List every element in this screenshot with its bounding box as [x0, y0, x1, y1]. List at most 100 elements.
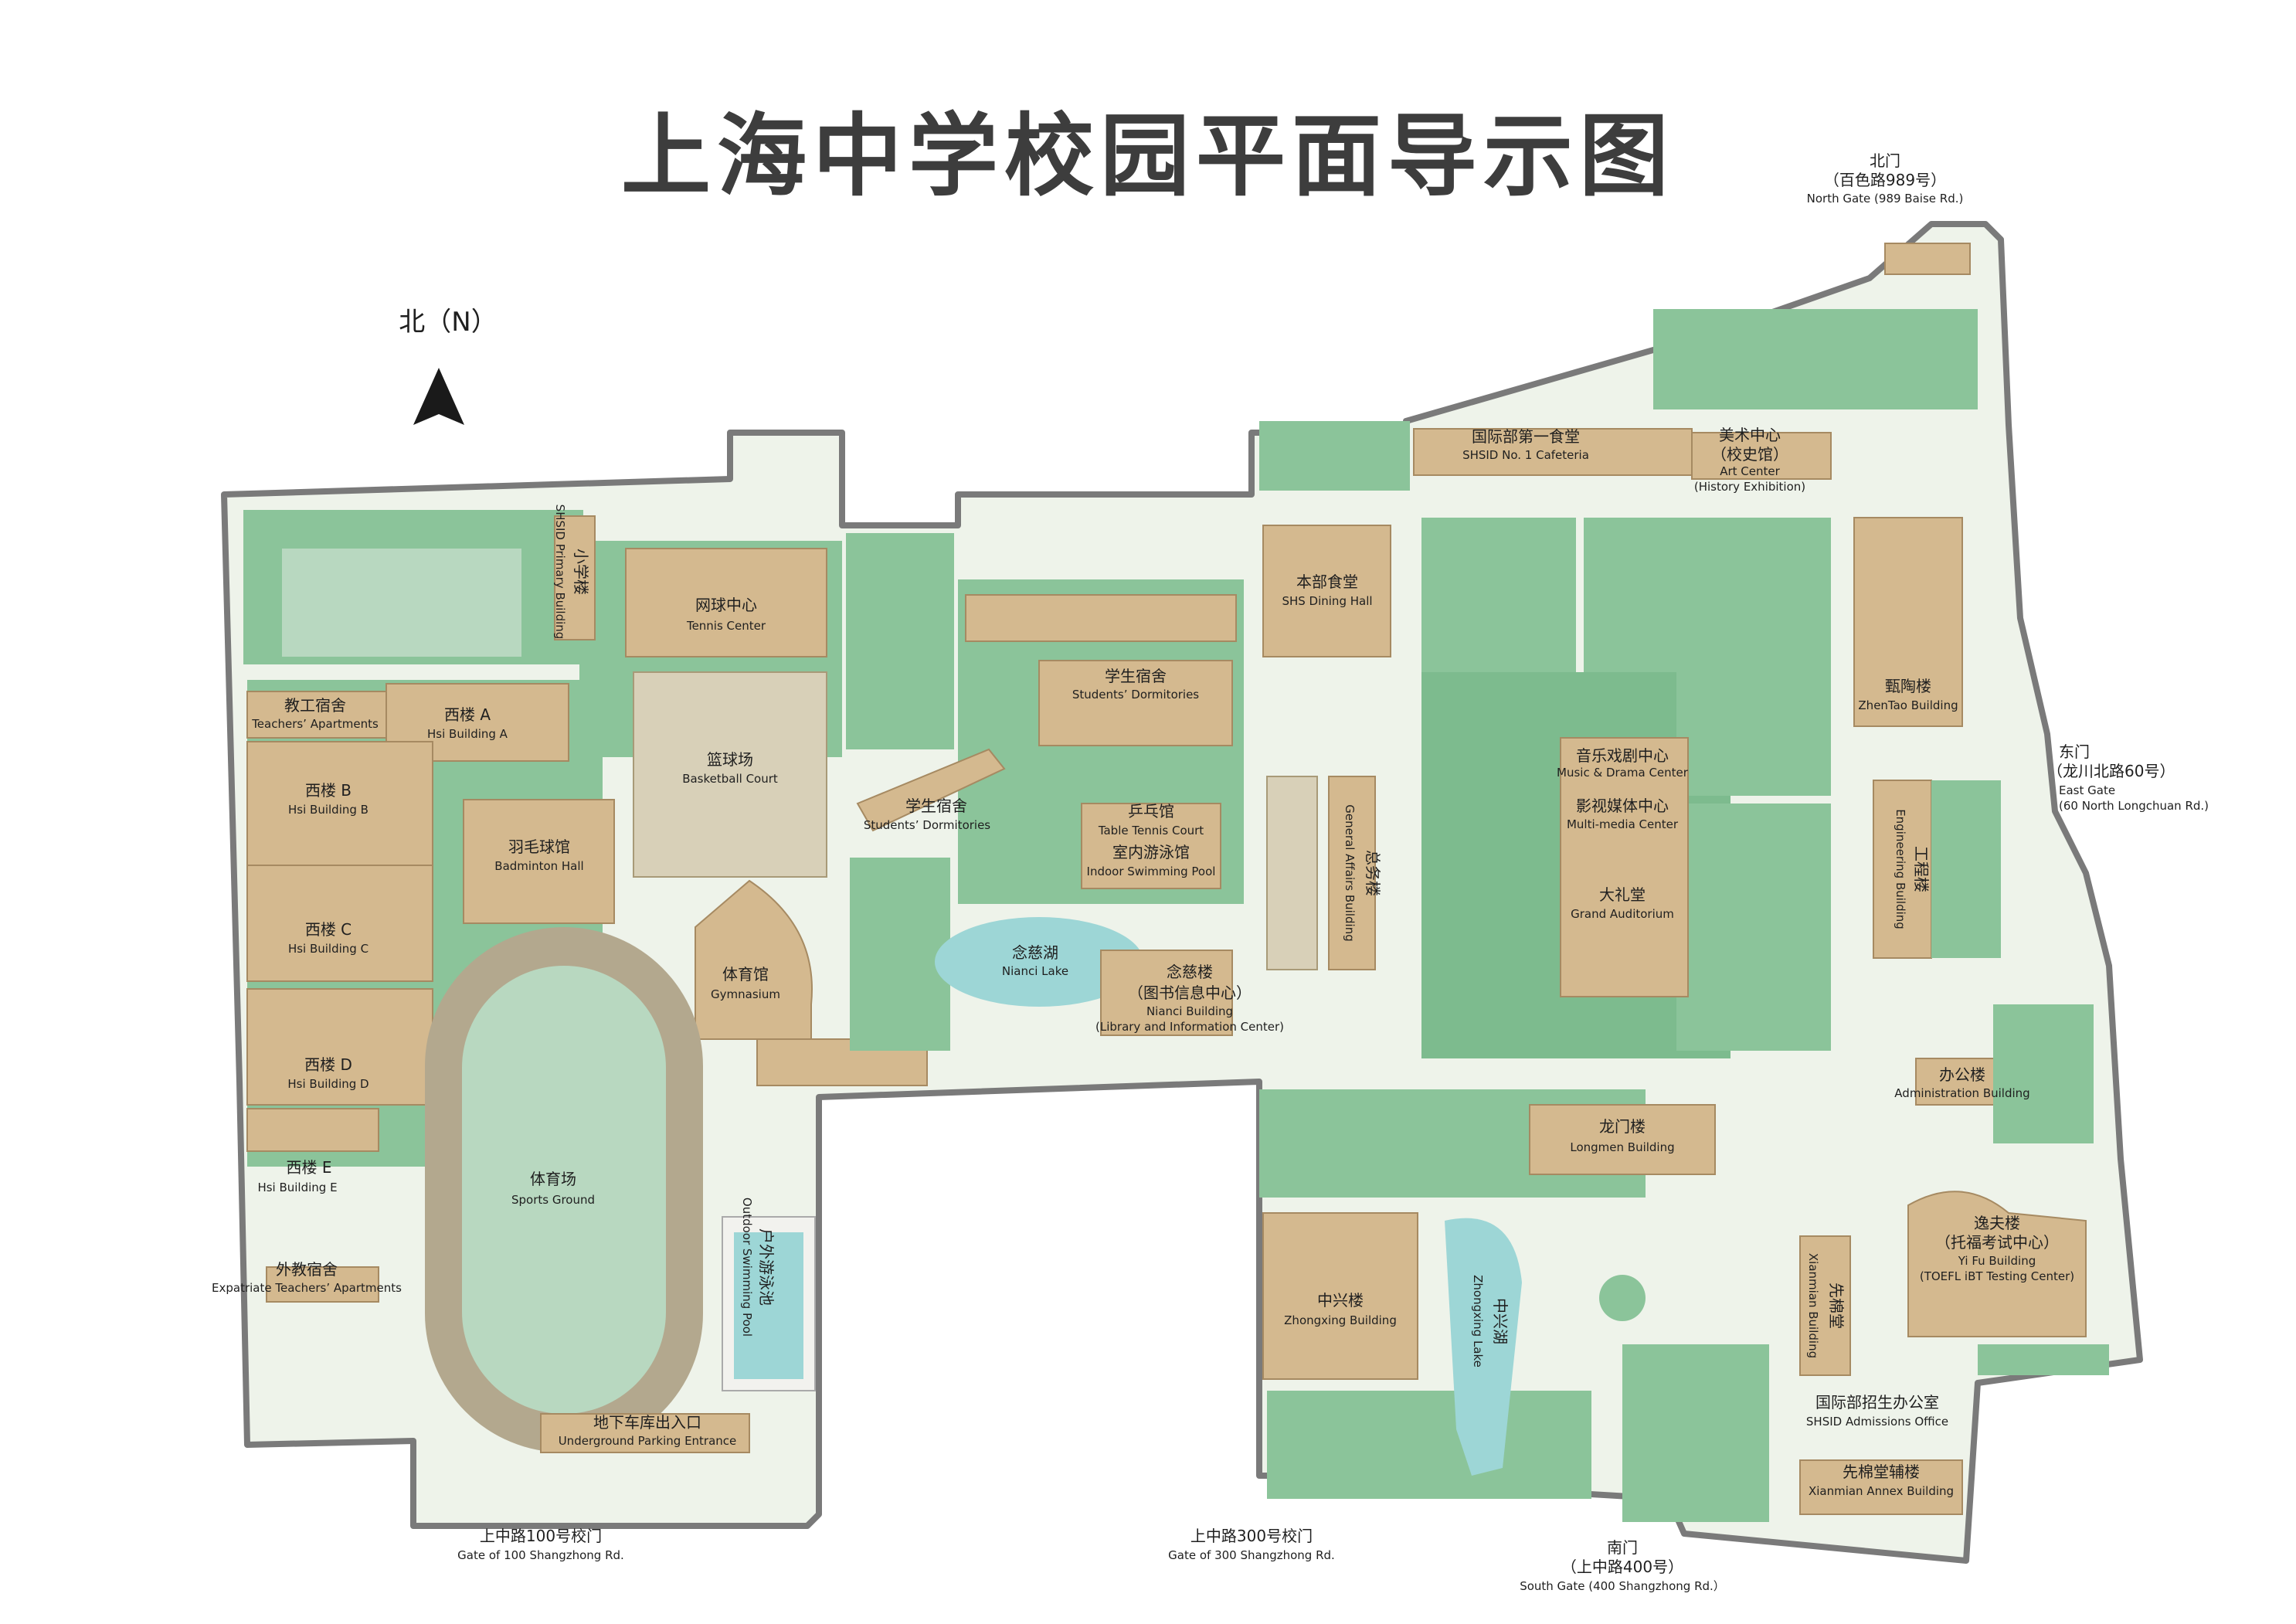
north-gate-sub: （百色路989号）	[1824, 171, 1946, 189]
art-sub: （校史馆）	[1711, 445, 1788, 464]
outdoor-pool-label: 户外游泳池	[757, 1228, 776, 1306]
southeast-green	[1978, 1344, 2109, 1375]
north-green	[1259, 421, 1410, 491]
yi-fu-building[interactable]	[1907, 1191, 2087, 1337]
east-green	[1931, 780, 2001, 958]
sports-ground[interactable]	[462, 966, 666, 1414]
students-dormitories-main[interactable]	[1038, 660, 1233, 746]
gym-label: 体育馆	[722, 965, 769, 984]
auditorium-complex[interactable]	[1560, 737, 1689, 997]
indoor-pool-en: Indoor Swimming Pool	[1087, 865, 1216, 878]
xianmian-annex-en: Xianmian Annex Building	[1809, 1484, 1954, 1498]
longmen-label: 龙门楼	[1599, 1117, 1646, 1136]
badminton-hall[interactable]	[463, 799, 615, 924]
outdoor-swimming-pool[interactable]	[734, 1232, 803, 1379]
gymnasium[interactable]	[695, 879, 813, 1040]
zhongxing-building[interactable]	[1262, 1212, 1418, 1380]
media-en: Multi-media Center	[1567, 817, 1679, 831]
nianci-lake[interactable]	[935, 917, 1143, 1007]
shs-dining-hall[interactable]	[1262, 525, 1391, 657]
zhongxing-en: Zhongxing Building	[1284, 1313, 1397, 1327]
art-en1: Art Center	[1720, 464, 1780, 478]
xianmian-building[interactable]	[1799, 1235, 1851, 1376]
hsi-d-label: 西楼 D	[304, 1055, 352, 1074]
cafeteria-label: 国际部第一食堂	[1472, 427, 1580, 446]
gym-en: Gymnasium	[711, 987, 780, 1001]
longmen-building[interactable]	[1529, 1104, 1716, 1175]
parking-entrance[interactable]	[540, 1413, 750, 1453]
nianci-label: 念慈楼	[1167, 963, 1213, 981]
primary-label: 小学楼	[572, 549, 590, 595]
media-label: 影视媒体中心	[1576, 797, 1669, 815]
hsi-building-e[interactable]	[246, 1108, 379, 1152]
shsid-cafeteria[interactable]	[1413, 428, 1693, 476]
lake-green-west	[850, 858, 950, 1051]
zhongxing-lake[interactable]	[1445, 1218, 1522, 1476]
tennis-en: Tennis Center	[686, 619, 766, 633]
north-arrow-icon	[413, 368, 464, 425]
general-affairs-field	[1266, 776, 1318, 970]
yifu-label: 逸夫楼	[1974, 1214, 2020, 1232]
general-en: General Affairs Building	[1343, 804, 1357, 941]
dorm-west-en: Students’ Dormitories	[864, 818, 990, 832]
teachers-apartments[interactable]	[246, 691, 387, 739]
dining-en: SHS Dining Hall	[1282, 594, 1372, 608]
hsi-building-d[interactable]	[246, 988, 433, 1106]
basketball-en: Basketball Court	[682, 772, 778, 786]
dorm-west-label: 学生宿舍	[905, 797, 967, 815]
general-affairs-building[interactable]	[1328, 776, 1376, 970]
center-green-a	[1421, 518, 1576, 672]
hsi-a-label: 西楼 A	[444, 705, 491, 724]
zhentao-label: 甄陶楼	[1885, 677, 1931, 695]
dorm-main-label: 学生宿舍	[1105, 667, 1167, 685]
east-gate-sub: （龙川北路60号）	[2047, 762, 2175, 780]
art-en2: (History Exhibition)	[1694, 480, 1805, 494]
admissions-label: 国际部招生办公室	[1815, 1393, 1939, 1412]
general-label: 总务楼	[1364, 850, 1382, 896]
dorm-row-top	[965, 594, 1237, 642]
east-gate-en2: (60 North Longchuan Rd.)	[2059, 799, 2209, 813]
center-west-green	[846, 533, 954, 749]
hsi-d-en: Hsi Building D	[287, 1077, 369, 1091]
indoor-pool-label: 室内游泳馆	[1112, 843, 1190, 861]
basketball-court[interactable]	[633, 671, 827, 878]
parking-label: 地下车库出入口	[593, 1413, 701, 1432]
hsi-building-b[interactable]	[246, 741, 433, 866]
hsi-a-en: Hsi Building A	[427, 727, 508, 741]
primary-en: SHSID Primary Building	[553, 505, 567, 640]
hsi-building-c[interactable]	[246, 865, 433, 982]
expat-label: 外教宿舍	[276, 1260, 338, 1279]
south-gate-en: South Gate (400 Shangzhong Rd.）	[1520, 1579, 1725, 1593]
east-gate-label: 东门	[2059, 742, 2090, 761]
nianci-en1: Nianci Building	[1146, 1004, 1233, 1018]
gate-100-en: Gate of 100 Shangzhong Rd.	[457, 1548, 624, 1562]
expat-apartments[interactable]	[266, 1266, 379, 1303]
west-lawn	[282, 549, 521, 657]
nianci-en2: (Library and Information Center)	[1095, 1020, 1284, 1034]
nianci-building[interactable]	[1100, 950, 1233, 1036]
tennis-center[interactable]	[625, 548, 827, 657]
art-center[interactable]	[1691, 432, 1832, 480]
south-green-c	[1622, 1344, 1769, 1522]
engineering-label: 工程楼	[1912, 846, 1931, 892]
table-tennis-en: Table Tennis Court	[1098, 824, 1204, 837]
south-gate-sub: （上中路400号）	[1561, 1558, 1683, 1576]
hsi-e-label: 西楼 E	[287, 1158, 332, 1177]
hsi-b-label: 西楼 B	[305, 781, 352, 800]
zhentao-building[interactable]	[1853, 517, 1963, 727]
nianci-lake-en: Nianci Lake	[1002, 964, 1068, 978]
teachers-label: 教工宿舍	[284, 696, 346, 715]
zhongxing-lake-label: 中兴湖	[1491, 1298, 1510, 1344]
zhongxing-lake-en: Zhongxing Lake	[1471, 1275, 1485, 1367]
yifu-en1: Yi Fu Building	[1958, 1254, 2036, 1268]
map-title: 上海中学校园平面导示图	[621, 104, 1675, 209]
admin-green	[1993, 1004, 2094, 1143]
table-tennis-court[interactable]	[1081, 803, 1221, 889]
north-gate-en: North Gate (989 Baise Rd.)	[1807, 192, 1964, 206]
xianmian-annex-building[interactable]	[1799, 1459, 1963, 1515]
primary-building[interactable]	[554, 515, 596, 640]
students-dormitories-west[interactable]	[856, 748, 1006, 832]
gate-300-en: Gate of 300 Shangzhong Rd.	[1168, 1548, 1335, 1562]
badminton-en: Badminton Hall	[494, 859, 583, 873]
